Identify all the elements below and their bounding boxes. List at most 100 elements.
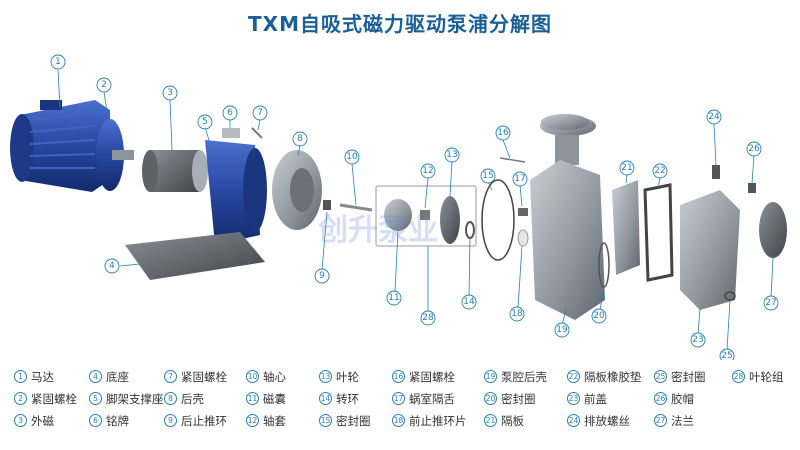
legend-number: 10	[246, 370, 259, 383]
legend-label: 排放螺丝	[584, 414, 630, 428]
front-thrust-plate-part	[517, 229, 529, 247]
legend-number: 26	[654, 392, 667, 405]
callout-label-10: 10	[346, 152, 358, 162]
callout-label-6: 6	[227, 108, 233, 118]
legend-label: 隔板	[501, 414, 524, 428]
bolt-part	[499, 157, 526, 163]
legend-number: 5	[89, 392, 102, 405]
callout-label-26: 26	[748, 144, 760, 154]
legend-item: 1 马达	[14, 368, 54, 386]
legend-number: 17	[392, 392, 405, 405]
drain-screw-part	[712, 165, 720, 179]
legend-item: 4 底座	[89, 368, 129, 386]
callout-circle-11	[386, 290, 402, 306]
partition-part	[612, 180, 640, 275]
legend-number: 23	[567, 392, 580, 405]
legend-item: 8 后壳	[164, 390, 204, 408]
legend-label: 马达	[31, 370, 54, 384]
callout-label-12: 12	[422, 166, 433, 176]
base-part	[125, 232, 265, 280]
callout-label-7: 7	[257, 108, 263, 118]
legend-label: 后壳	[181, 392, 204, 406]
callout-circle-3	[162, 85, 178, 101]
callout-label-14: 14	[463, 297, 475, 307]
callout-circle-15	[480, 168, 496, 184]
legend-label: 蜗室隔舌	[409, 392, 455, 406]
callout-label-15: 15	[482, 171, 493, 181]
front-cover-part	[680, 190, 740, 310]
legend-number: 8	[164, 392, 177, 405]
callout-label-22: 22	[654, 166, 665, 176]
legend-number: 1	[14, 370, 27, 383]
legend-label: 密封圈	[671, 370, 706, 384]
seal-ring-part	[481, 179, 515, 261]
legend-number: 19	[484, 370, 497, 383]
legend-label: 前止推环片	[409, 414, 467, 428]
legend-label: 紧固螺栓	[409, 370, 455, 384]
seal-ring-2-part	[598, 242, 610, 288]
callout-circle-19	[554, 322, 570, 338]
rear-thrust-ring-part	[323, 200, 331, 210]
rubber-gasket-part	[643, 183, 674, 282]
outer-magnet-part	[142, 150, 208, 192]
legend-label: 后止推环	[181, 414, 227, 428]
legend-item: 27 法兰	[654, 412, 694, 430]
legend-number: 11	[246, 392, 259, 405]
legend-number: 22	[567, 370, 580, 383]
callout-circle-4	[104, 258, 120, 274]
callout-circle-21	[619, 160, 635, 176]
legend-label: 紧固螺栓	[31, 392, 77, 406]
legend-label: 隔板橡胶垫	[584, 370, 642, 384]
motor-flange-part	[96, 119, 134, 191]
callout-circle-17	[512, 171, 528, 187]
legend-number: 14	[319, 392, 332, 405]
callout-label-27: 27	[765, 298, 776, 308]
legend-label: 法兰	[671, 414, 694, 428]
legend-number: 13	[319, 370, 332, 383]
watermark-text: 创升泵业	[317, 213, 438, 248]
cap-part	[748, 183, 756, 193]
legend-number: 4	[89, 370, 102, 383]
callout-label-1: 1	[55, 57, 61, 67]
callout-circle-16	[495, 125, 511, 141]
legend-number: 18	[392, 414, 405, 427]
callout-circle-28	[420, 310, 436, 326]
legend-label: 底座	[106, 370, 129, 384]
legend-number: 28	[732, 370, 745, 383]
rotating-ring-part	[465, 221, 475, 239]
callout-label-17: 17	[514, 174, 525, 184]
shaft-part	[339, 203, 373, 212]
legend-label: 密封圈	[336, 414, 371, 428]
callout-circle-12	[420, 163, 436, 179]
callout-circle-1	[50, 54, 66, 70]
callout-label-5: 5	[202, 117, 208, 127]
callout-label-11: 11	[388, 293, 399, 303]
volute-tongue-part	[518, 208, 528, 216]
magnet-capsule-part	[384, 199, 412, 231]
legend-label: 密封圈	[501, 392, 536, 406]
callout-circle-7	[252, 105, 268, 121]
outlet-flange-part	[541, 114, 589, 130]
callout-lines	[57, 69, 774, 351]
callout-label-16: 16	[497, 128, 509, 138]
callout-circle-10	[344, 149, 360, 165]
legend-label: 紧固螺栓	[181, 370, 227, 384]
callout-circle-9	[314, 268, 330, 284]
callout-label-8: 8	[297, 134, 303, 144]
callout-label-25: 25	[721, 351, 732, 360]
legend-number: 27	[654, 414, 667, 427]
